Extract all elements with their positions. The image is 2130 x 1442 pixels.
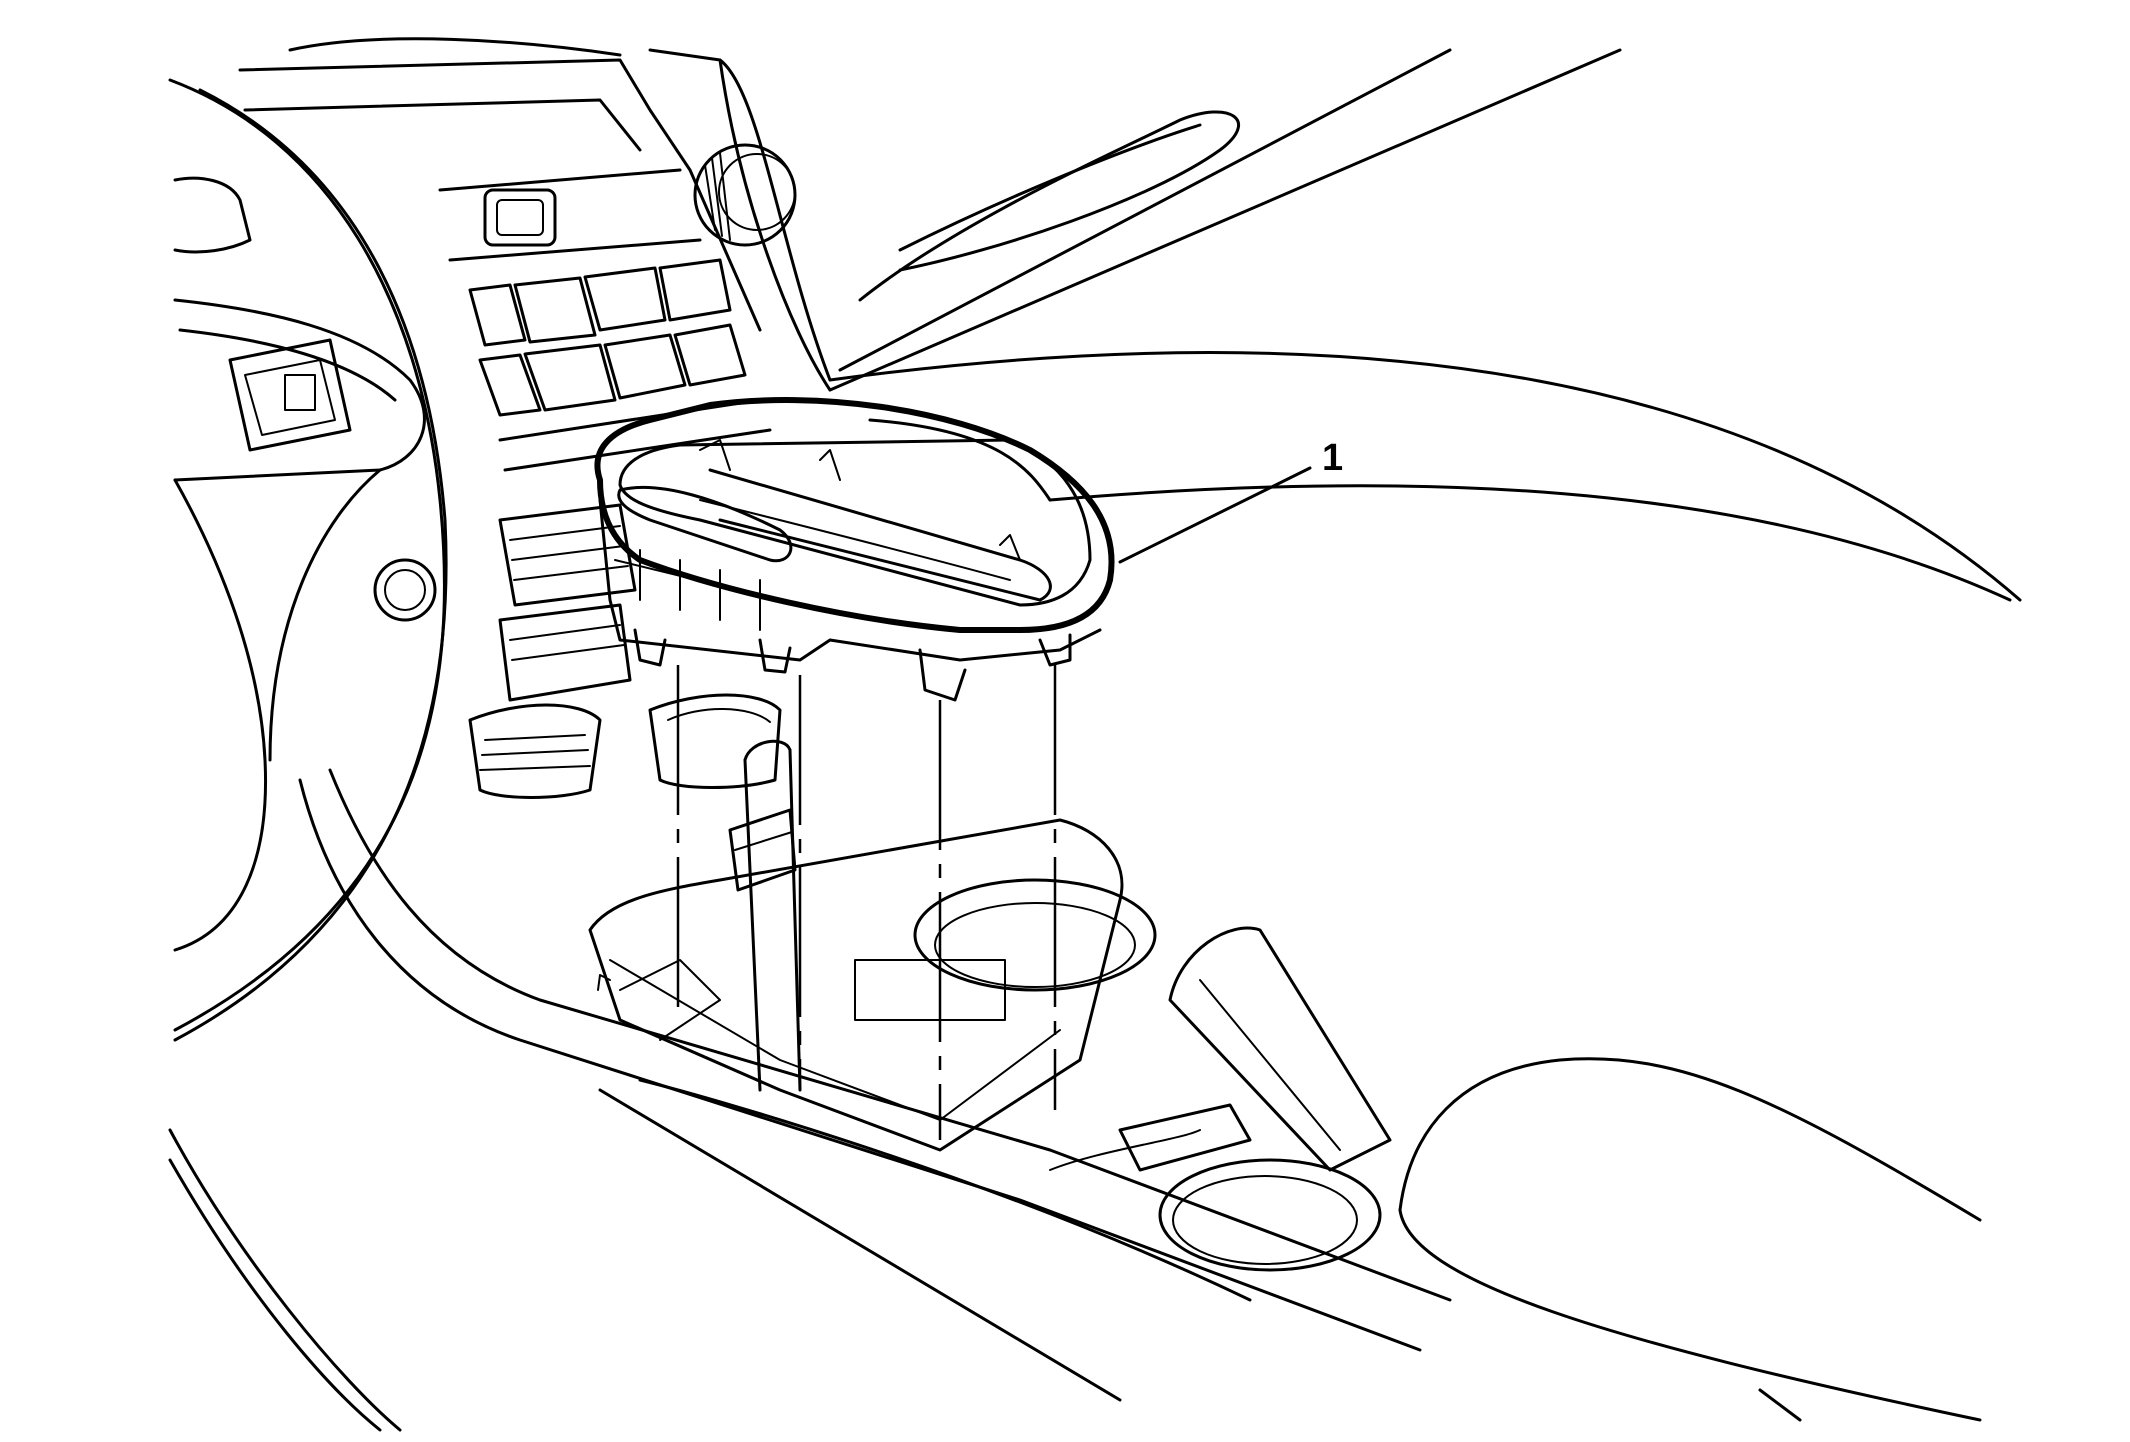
bezel-side-pad — [617, 485, 793, 563]
hazard-button — [483, 188, 557, 247]
shifter-opening — [588, 818, 1124, 1152]
callout-label: 1 — [1322, 437, 1343, 479]
rear-cupholder — [1158, 1158, 1382, 1272]
armrest — [1398, 1057, 1982, 1222]
shift-lever — [728, 739, 802, 1092]
bezel-clip — [1038, 633, 1072, 667]
bezel-clip — [633, 628, 667, 667]
callout-leader-line — [1118, 466, 1312, 564]
parking-brake-lever — [1168, 926, 1392, 1172]
front-cupholder — [913, 878, 1157, 992]
bezel-clip — [918, 648, 967, 702]
bezel-clip — [758, 638, 792, 674]
callout-1: 1 — [1118, 437, 1343, 564]
alignment-lines — [676, 665, 1057, 1140]
shift-bezel-component — [594, 397, 1115, 702]
bezel-outer-rim — [594, 397, 1115, 633]
center-stack — [238, 58, 797, 799]
center-console — [168, 768, 1982, 1432]
wheel-switch-panel — [228, 338, 352, 452]
upper-dash-lines — [288, 37, 2022, 602]
steering-wheel — [168, 78, 448, 1042]
radio-buttons — [468, 258, 772, 472]
